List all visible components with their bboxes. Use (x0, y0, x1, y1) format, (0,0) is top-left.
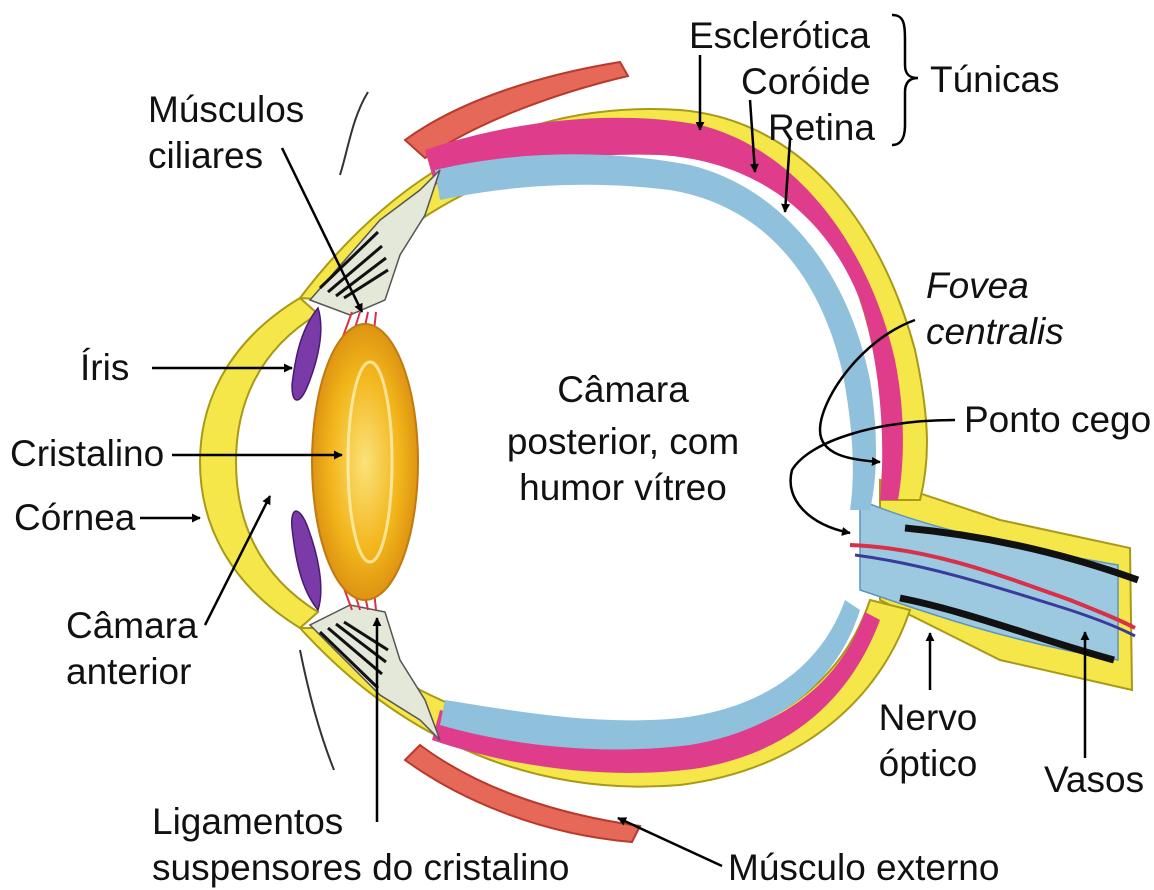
label-camara-posterior-1: Câmara (498, 368, 748, 412)
label-nervo-optico-2: óptico (868, 742, 988, 786)
tunicas-brace (892, 15, 918, 145)
label-fovea-2: centralis (926, 310, 1064, 354)
label-esclerotica: Esclerótica (689, 14, 870, 58)
ciliary-body-bottom (310, 605, 440, 740)
label-camara-posterior-2: posterior, com (498, 420, 748, 464)
label-ligamentos-2: suspensores do cristalino (152, 846, 570, 890)
label-iris: Íris (80, 346, 129, 390)
label-musculos-ciliares-1: Músculos (148, 88, 304, 132)
label-musculos-ciliares-2: ciliares (148, 134, 263, 178)
label-coroide: Coróide (741, 60, 871, 104)
label-cornea: Córnea (14, 496, 135, 540)
label-vasos: Vasos (1044, 758, 1144, 802)
label-ligamentos-1: Ligamentos (152, 800, 343, 844)
label-camara-anterior-2: anterior (66, 650, 191, 694)
choroid-bottom (432, 612, 880, 773)
label-ponto-cego: Ponto cego (964, 398, 1151, 442)
leader-musculo-externo (618, 818, 722, 866)
ciliary-body-top (310, 170, 440, 315)
lower-eyelid-line (300, 650, 334, 770)
label-nervo-optico-1: Nervo (868, 696, 988, 740)
upper-eyelid-line (340, 92, 368, 175)
label-tunicas: Túnicas (930, 58, 1060, 102)
label-camara-posterior-3: humor vítreo (498, 466, 748, 510)
label-musculo-externo: Músculo externo (728, 846, 999, 890)
label-camara-anterior-1: Câmara (66, 604, 198, 648)
label-cristalino: Cristalino (10, 432, 164, 476)
label-fovea-1: Fovea (926, 264, 1029, 308)
label-retina: Retina (768, 106, 875, 150)
